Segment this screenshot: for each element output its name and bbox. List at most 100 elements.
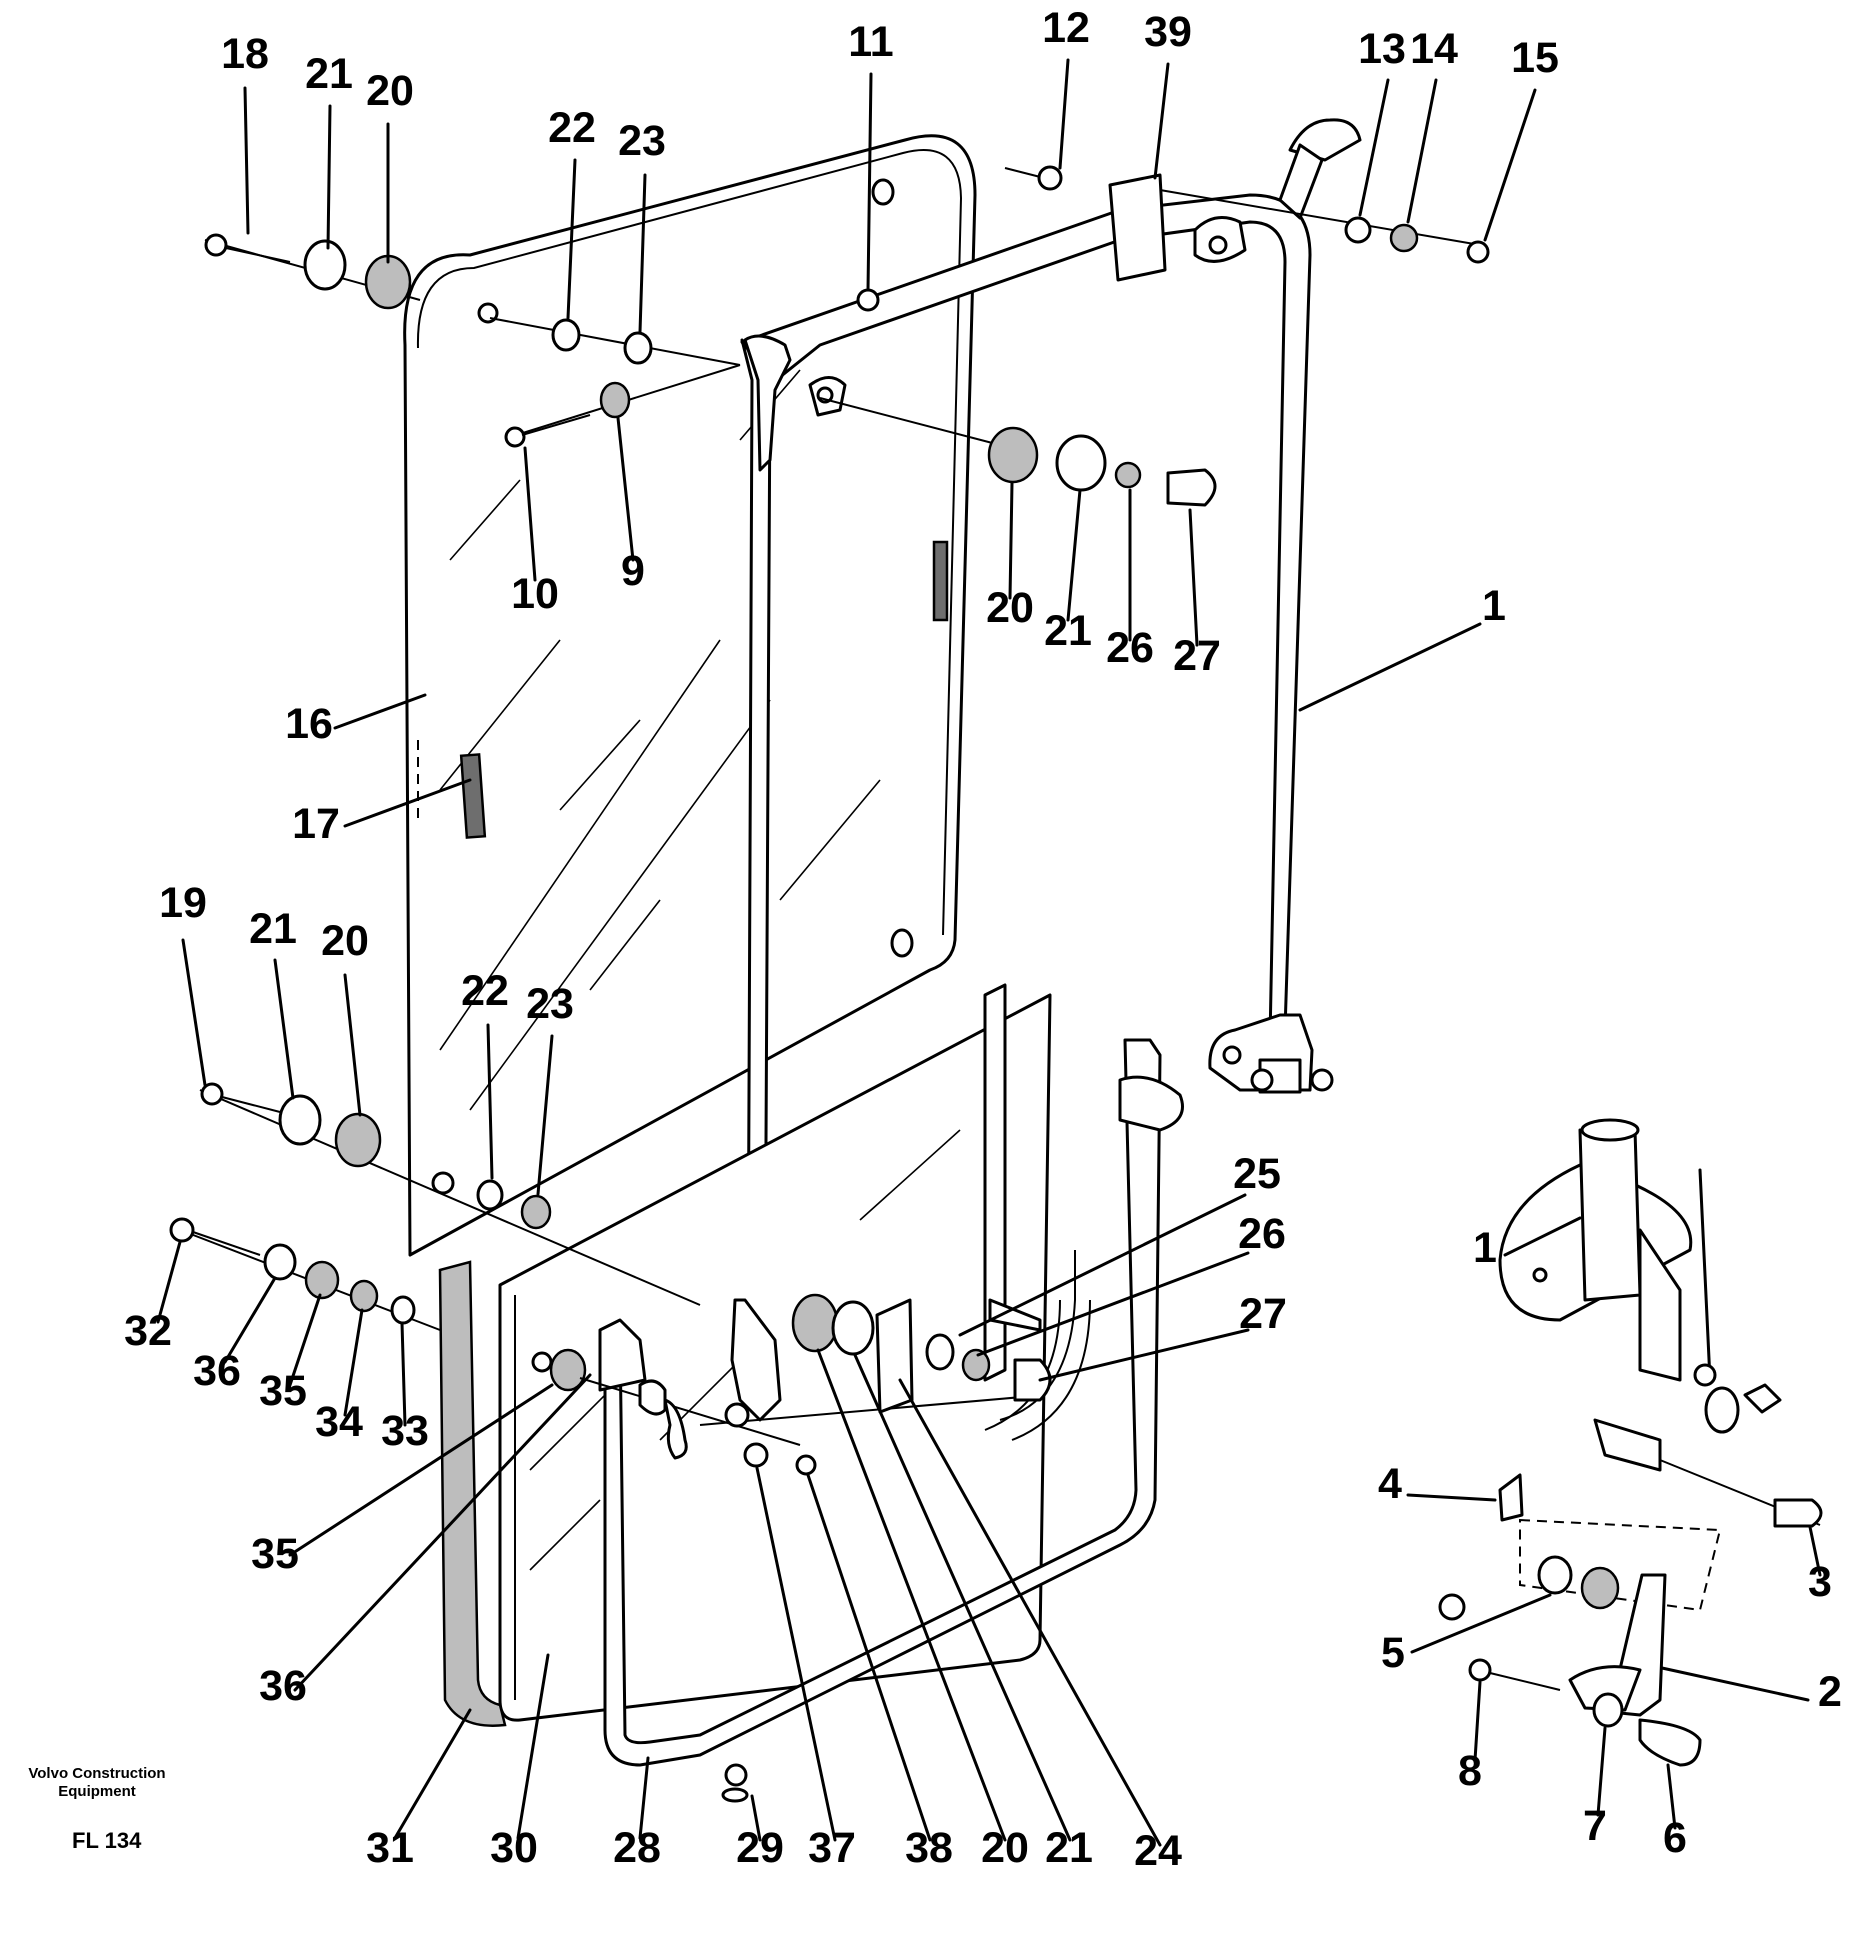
lower-u-frame: [598, 1038, 1184, 1767]
callout-11: 11: [848, 18, 893, 66]
callout-38: 38: [905, 1824, 953, 1872]
leader-line-33: [400, 1321, 407, 1427]
callout-27: 27: [1173, 632, 1221, 680]
callout-12: 12: [1042, 4, 1090, 52]
frame-rail-1: [740, 118, 1362, 1332]
leader-line-23: [638, 173, 647, 334]
callout-25: 25: [1233, 1150, 1281, 1198]
hardware-left-mid: [199, 1082, 701, 1306]
callout-13: 13: [1358, 25, 1406, 73]
leader-line-1: [1298, 622, 1482, 712]
callout-24: 24: [1134, 1827, 1182, 1875]
leader-line-6: [1666, 1763, 1677, 1830]
callout-3: 3: [1808, 1558, 1832, 1606]
callout-27: 27: [1239, 1290, 1287, 1338]
callout-21: 21: [1044, 607, 1092, 655]
leader-line-36: [223, 1276, 277, 1364]
leader-line-14: [1406, 78, 1438, 224]
callout-1: 1: [1473, 1224, 1497, 1272]
callout-37: 37: [808, 1824, 856, 1872]
hardware-left-low: [169, 1217, 801, 1460]
leader-line-20: [343, 973, 362, 1117]
callout-20: 20: [981, 1824, 1029, 1872]
leader-line-15: [1483, 88, 1537, 242]
callout-35: 35: [259, 1367, 307, 1415]
callout-30: 30: [490, 1824, 538, 1872]
leader-line-34: [343, 1308, 364, 1417]
leader-line-2: [1660, 1666, 1810, 1702]
callout-20: 20: [986, 584, 1034, 632]
leader-line-39: [1153, 62, 1170, 180]
callout-20: 20: [366, 67, 414, 115]
leader-line-20: [816, 1348, 1007, 1842]
leader-line-35: [288, 1293, 322, 1387]
leader-line-38: [806, 1473, 932, 1842]
leader-line-9: [616, 416, 635, 562]
callout-33: 33: [381, 1407, 429, 1455]
callout-26: 26: [1106, 624, 1154, 672]
callout-18: 18: [221, 30, 269, 78]
callout-21: 21: [1045, 1824, 1093, 1872]
upper-glass-panel: [403, 134, 977, 1257]
callout-21: 21: [249, 905, 297, 953]
callout-9: 9: [621, 547, 645, 595]
leader-line-19: [181, 938, 207, 1087]
callout-22: 22: [461, 967, 509, 1015]
callout-10: 10: [511, 570, 559, 618]
leader-line-16: [333, 693, 427, 730]
leader-line-27: [1038, 1328, 1250, 1382]
leader-line-35: [288, 1383, 554, 1557]
callout-23: 23: [526, 980, 574, 1028]
callout-1: 1: [1482, 582, 1506, 630]
leader-line-7: [1596, 1726, 1607, 1817]
leader-line-1: [1503, 1216, 1582, 1257]
callout-7: 7: [1583, 1802, 1607, 1850]
callout-2: 2: [1818, 1668, 1842, 1716]
leader-line-20: [1008, 481, 1014, 600]
leader-line-28: [638, 1756, 650, 1840]
leader-line-24: [898, 1378, 1162, 1847]
leader-lines: [156, 58, 1822, 1847]
leader-line-12: [1058, 58, 1070, 170]
leader-line-11: [866, 72, 873, 292]
leader-line-23: [536, 1034, 554, 1196]
leader-line-13: [1358, 78, 1390, 217]
leader-line-32: [156, 1240, 182, 1324]
leader-line-27: [1188, 508, 1199, 647]
callout-19: 19: [159, 879, 207, 927]
callout-4: 4: [1378, 1460, 1402, 1508]
callout-20: 20: [321, 917, 369, 965]
callout-5: 5: [1381, 1629, 1405, 1677]
callout-34: 34: [315, 1398, 363, 1446]
brand-line-1: Volvo Construction: [28, 1765, 165, 1782]
leader-line-18: [243, 86, 250, 235]
leader-line-25: [958, 1193, 1247, 1337]
callout-17: 17: [292, 800, 340, 848]
callout-15: 15: [1511, 34, 1559, 82]
leader-line-26: [976, 1251, 1250, 1357]
callout-31: 31: [366, 1824, 414, 1872]
leader-line-21: [1066, 488, 1082, 622]
callout-16: 16: [285, 700, 333, 748]
leader-line-21: [853, 1353, 1072, 1842]
leader-line-21: [326, 104, 332, 250]
callout-26: 26: [1238, 1210, 1286, 1258]
figure-code: FL 134: [72, 1828, 142, 1853]
callout-28: 28: [613, 1824, 661, 1872]
callout-35: 35: [251, 1530, 299, 1578]
callout-6: 6: [1663, 1814, 1687, 1862]
leader-line-22: [486, 1023, 494, 1180]
leader-line-30: [516, 1653, 550, 1840]
leader-line-21: [273, 958, 295, 1100]
leader-line-10: [523, 446, 537, 582]
leader-line-5: [1410, 1593, 1552, 1654]
callout-22: 22: [548, 104, 596, 152]
callout-23: 23: [618, 117, 666, 165]
inset-hinge-detail: [1438, 1118, 1823, 1767]
callout-29: 29: [736, 1824, 784, 1872]
footer: Volvo Construction Equipment FL 134: [28, 1765, 165, 1853]
leader-line-29: [750, 1794, 762, 1842]
